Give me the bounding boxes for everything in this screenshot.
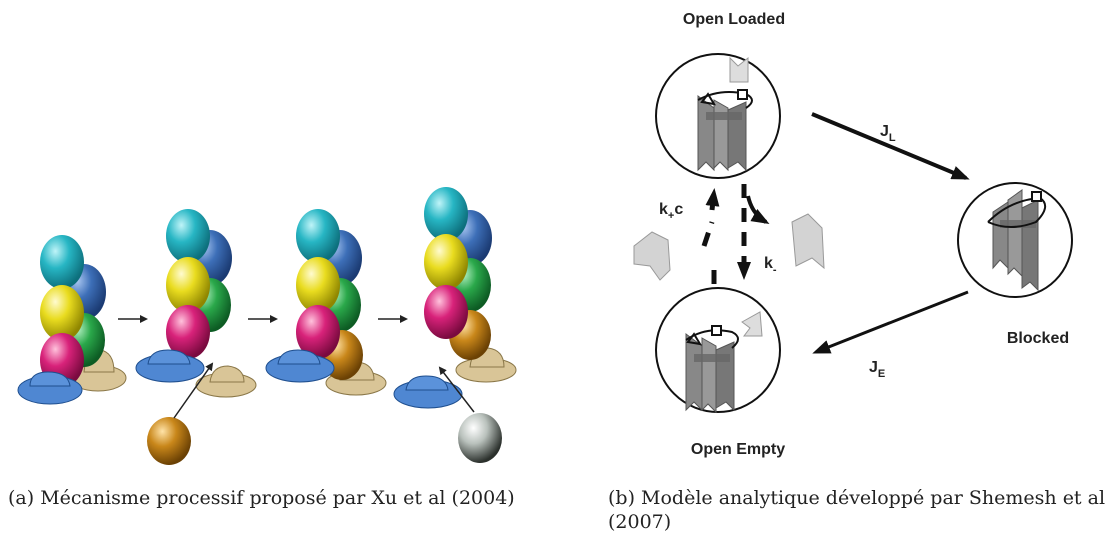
substrate-right [791,213,825,270]
label-jl-sub: L [889,132,896,144]
cyan-sphere [166,209,210,263]
label-open-empty: Open Empty [691,441,785,458]
transporter-blocked [987,189,1047,292]
label-kplus: k+c [659,201,683,222]
yellow-sphere [40,285,84,341]
blue-hat-crown [147,349,191,365]
arrow-kminus-branch [746,195,770,224]
arrow-je [812,290,969,354]
label-blocked: Blocked [1007,330,1069,347]
label-kplus-sub: + [668,210,674,222]
caption-a: (a) Mécanisme processif proposé par Xu e… [8,487,515,509]
orange-ball [147,417,191,465]
label-je-sub: E [878,368,885,380]
panel-a [17,187,517,465]
magenta-sphere [296,305,340,359]
stage-1 [17,235,127,405]
label-je: JE [869,359,885,380]
ball-arrow [173,362,214,419]
label-open-loaded: Open Loaded [683,11,785,28]
blue-hat-crown [405,375,449,391]
stage-4 [393,187,517,463]
ball-arrow [438,366,475,413]
yellow-sphere [166,257,210,313]
transporter-open-empty [685,311,763,414]
substrate-left [633,231,671,281]
panel-b: Open Loaded Blocked Open Empty JL JE k+c… [633,11,1073,458]
transporter-open-loaded [697,56,753,172]
blue-hat-crown [277,349,321,365]
yellow-sphere [296,257,340,313]
cyan-sphere [296,209,340,263]
magenta-sphere [166,305,210,359]
label-kminus-sub: - [773,264,777,276]
tan-hat-crown [209,365,245,383]
stage-3 [265,209,387,396]
cyan-sphere [40,235,84,289]
arrow-kplus [704,192,714,284]
blue-hat-crown [29,371,71,387]
caption-b: (b) Modèle analytique développé par Shem… [608,487,1106,533]
grey-ball [458,413,502,463]
label-kminus: k- [764,255,777,276]
arrow-jl [811,112,970,180]
stage-2 [135,209,257,465]
yellow-sphere [424,234,468,290]
label-jl: JL [880,123,896,144]
magenta-sphere [424,285,468,339]
cyan-sphere [424,187,468,241]
label-kplus-tail: c [674,201,683,218]
